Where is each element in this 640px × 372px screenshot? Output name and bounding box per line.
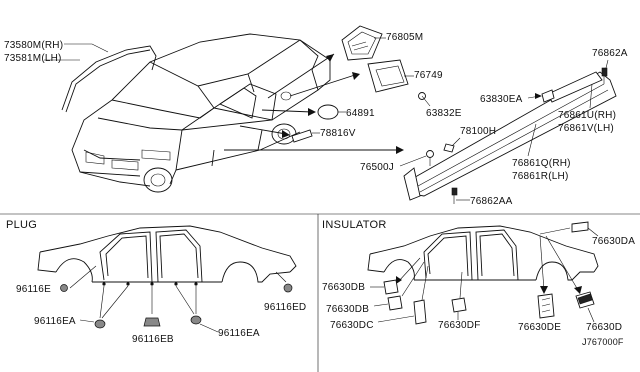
label-76861R-lh: 76861R(LH) <box>512 171 568 182</box>
label-73581M-lh: 73581M(LH) <box>4 53 62 64</box>
label-96116EA-left: 96116EA <box>34 316 76 327</box>
roof-molding-part <box>44 45 157 113</box>
arrow-to-78816V <box>239 125 287 135</box>
plug-96116E-part <box>60 284 68 292</box>
plug-96116EA-left-part <box>94 319 106 329</box>
section-title-insulator: INSULATOR <box>322 219 387 231</box>
leader-63832E <box>421 95 431 107</box>
label-76630D: 76630D <box>586 322 622 333</box>
part-76862AA <box>451 187 458 204</box>
insulator-76630DE-part <box>537 293 555 319</box>
plug-callouts <box>60 265 293 329</box>
leader-73580M <box>64 43 109 53</box>
label-76630DE: 76630DE <box>518 322 561 333</box>
label-63830EA: 63830EA <box>480 94 523 105</box>
label-96116EB: 96116EB <box>132 334 174 345</box>
label-76630DF: 76630DF <box>438 320 481 331</box>
label-78100H: 78100H <box>460 126 496 137</box>
label-76630DA: 76630DA <box>592 236 635 247</box>
leader-76630D <box>587 307 595 323</box>
leader-76630DB-2 <box>373 303 389 307</box>
leader-76861Q <box>527 123 537 157</box>
insulator-76630DF-part <box>451 297 467 313</box>
plug-96116EA-right-part <box>190 315 202 325</box>
insulator-callouts <box>383 221 595 325</box>
part-76805M <box>341 25 383 61</box>
plug-96116ED-part <box>283 283 293 293</box>
leader-76862A <box>605 59 609 69</box>
arrowhead-63830EA <box>535 93 542 99</box>
part-76861Q-sill-molding <box>403 71 617 201</box>
label-76861V-lh: 76861V(LH) <box>558 123 614 134</box>
label-76861U-rh: 76861U(RH) <box>558 110 616 121</box>
part-76749 <box>367 59 409 93</box>
label-76805M: 76805M <box>386 32 423 43</box>
plug-body-side-outline <box>37 225 297 283</box>
leader-76500J <box>399 155 427 167</box>
arrowhead-78816V <box>282 130 290 138</box>
insulator-76630DB-1-part <box>383 279 399 295</box>
arrowhead-sill <box>396 146 404 154</box>
leader-96116EA-right <box>199 323 219 333</box>
label-78816V: 78816V <box>320 128 356 139</box>
insulator-76630DB-2-part <box>387 295 403 311</box>
leader-76630DA <box>587 227 599 237</box>
arrow-to-64891 <box>261 109 313 113</box>
arrowhead-76749 <box>352 72 360 80</box>
label-63832E: 63832E <box>426 108 462 119</box>
label-96116EA-right: 96116EA <box>218 328 260 339</box>
section-title-plug: PLUG <box>6 219 37 231</box>
label-96116ED: 96116ED <box>264 302 306 313</box>
part-78816V <box>291 129 313 143</box>
label-96116E: 96116E <box>16 284 51 295</box>
label-73580M-rh: 73580M(RH) <box>4 40 63 51</box>
label-76630DB-2: 76630DB <box>326 304 369 315</box>
leader-96116EA-left <box>79 319 95 323</box>
label-76630DB-1: 76630DB <box>322 282 365 293</box>
leader-78100H <box>451 137 461 147</box>
part-63830EA <box>541 89 555 103</box>
diagram-code: J767000F <box>582 337 624 347</box>
label-76862AA: 76862AA <box>470 196 513 207</box>
plug-96116EB-part <box>143 317 161 327</box>
arrow-to-76805M <box>267 53 335 99</box>
arrow-to-76749 <box>289 73 359 97</box>
part-78100H <box>443 143 455 153</box>
part-76862A <box>601 67 608 84</box>
insulator-76630DC-part <box>413 299 427 325</box>
part-64891 <box>317 104 339 120</box>
label-76861Q-rh: 76861Q(RH) <box>512 158 571 169</box>
part-76500J <box>426 150 434 166</box>
label-76862A: 76862A <box>592 48 628 59</box>
leader-76630DC <box>377 315 415 323</box>
label-76630DC: 76630DC <box>330 320 374 331</box>
label-64891: 64891 <box>346 108 375 119</box>
insulator-76630DA-part <box>571 221 589 233</box>
car-body-illustration <box>71 33 331 193</box>
arrowhead-64891 <box>308 108 316 116</box>
leader-76861U <box>589 83 593 109</box>
arrowhead-76805M <box>326 54 334 62</box>
label-76500J: 76500J <box>360 162 394 173</box>
label-76749: 76749 <box>414 70 443 81</box>
insulator-body-side-outline <box>367 225 599 281</box>
